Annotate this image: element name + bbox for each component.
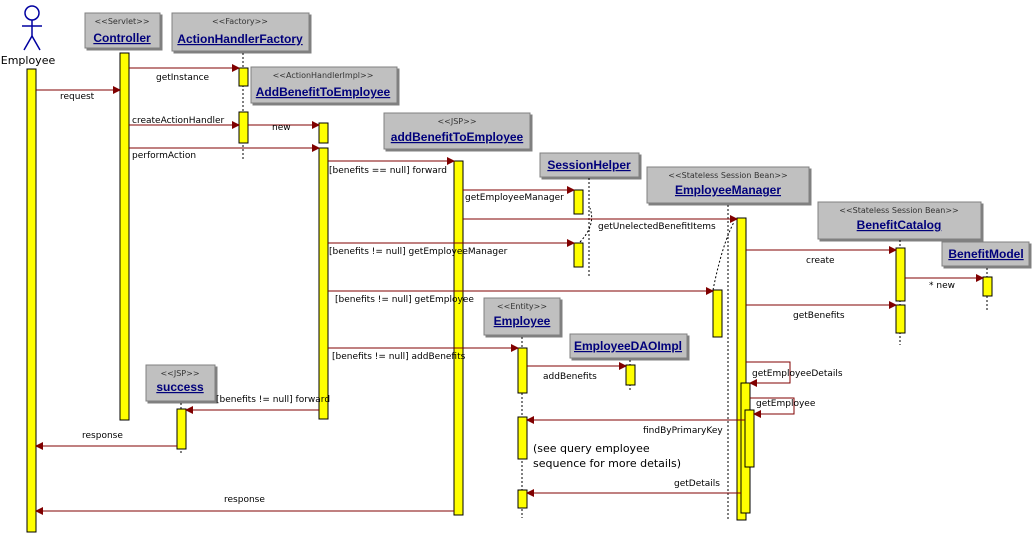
msg-response-1: response [82,431,123,441]
object-factory[interactable] [171,12,310,52]
activation-success [176,408,187,450]
actor-name: Employee [1,54,56,67]
msg-response-2: response [224,495,265,505]
note-line-1: (see query employee [533,442,650,455]
msg-get-employee-notnull: [benefits != null] getEmployee [335,295,474,305]
msg-get-benefits: getBenefits [793,311,845,321]
activation-employee [26,68,37,533]
activation-jsp [453,160,464,516]
msg-get-employee-manager-notnull: [benefits != null] getEmployeeManager [329,247,508,257]
employee-entity-stereotype: <<Entity>> [497,302,547,311]
msg-get-employee-details: getEmployeeDetails [752,369,843,379]
note-line-2: sequence for more details) [533,457,681,470]
jsp-add-stereotype: <<JSP>> [437,117,476,126]
object-jsp-add[interactable] [383,112,531,150]
actor-head-icon [24,5,40,21]
activation-entity-1 [517,347,528,394]
msg-forward-notnull: [benefits != null] forward [216,395,330,405]
msg-find-by-pk: findByPrimaryKey [643,426,723,436]
activation-model [982,276,993,297]
arrow-get-employee-details [746,361,791,387]
msg-get-employee-manager: getEmployeeManager [465,193,564,203]
activation-manager-1 [712,289,723,338]
msg-create-action-handler: createActionHandler [132,116,224,126]
employee-manager-name: EmployeeManager [675,183,781,197]
object-employee-manager[interactable] [646,166,810,204]
msg-get-employee: getEmployee [756,399,816,409]
object-session-helper[interactable] [539,152,640,178]
controller-name: Controller [93,31,151,45]
activation-session-2 [573,242,584,268]
msg-get-details: getDetails [674,479,720,489]
activations [26,52,993,533]
jsp-add-name: addBenefitToEmployee [391,130,524,144]
object-employee-entity[interactable] [483,297,561,336]
benefit-model-name: BenefitModel [948,247,1023,261]
msg-add-benefits-notnull: [benefits != null] addBenefits [332,352,466,362]
dao-name: EmployeeDAOImpl [574,339,682,353]
activation-handler-1 [318,122,329,144]
msg-request: request [60,92,95,102]
handler-name: AddBenefitToEmployee [256,85,391,99]
factory-stereotype: <<Factory>> [212,17,268,26]
factory-name: ActionHandlerFactory [177,32,303,46]
employee-entity-name: Employee [494,314,551,328]
manager-return-curve [712,221,735,291]
activation-entity-3 [517,489,528,509]
benefit-catalog-stereotype: <<Stateless Session Bean>> [839,206,958,215]
activation-catalog-1 [895,247,906,302]
msg-new-model: * new [929,281,955,291]
success-name: success [156,380,204,394]
session-return-curve [579,207,593,243]
activation-controller [119,52,130,421]
object-controller[interactable] [84,12,161,49]
activation-catalog-2 [895,304,906,334]
msg-create: create [806,256,835,266]
object-handler[interactable] [250,66,398,104]
success-stereotype: <<JSP>> [160,369,199,378]
handler-stereotype: <<ActionHandlerImpl>> [273,71,374,80]
activation-entity-2 [517,416,528,460]
activation-manager-4 [744,409,755,468]
controller-stereotype: <<Servlet>> [94,17,149,26]
activation-handler-2 [318,147,329,420]
activation-session-1 [573,189,584,215]
activation-manager-2 [736,217,747,521]
object-success[interactable] [145,364,216,402]
message-arrows [35,64,984,515]
object-benefit-model[interactable] [941,241,1030,267]
msg-get-unelected: getUnelectedBenefitItems [598,222,716,232]
object-benefit-catalog[interactable] [817,201,982,240]
activation-factory-2 [238,111,249,144]
object-dao[interactable] [569,333,688,359]
msg-perform-action: performAction [132,151,196,161]
benefit-catalog-name: BenefitCatalog [857,218,942,232]
employee-manager-stereotype: <<Stateless Session Bean>> [668,171,787,180]
msg-add-benefits: addBenefits [543,372,597,382]
msg-get-instance: getInstance [156,73,210,83]
arrow-get-employee [750,397,795,418]
msg-forward-null: [benefits == null] forward [329,166,447,176]
activation-factory-1 [238,67,249,87]
msg-new-handler: new [272,123,291,133]
activation-dao [625,364,636,386]
actor-employee[interactable]: Employee [1,5,56,67]
session-helper-name: SessionHelper [547,158,631,172]
